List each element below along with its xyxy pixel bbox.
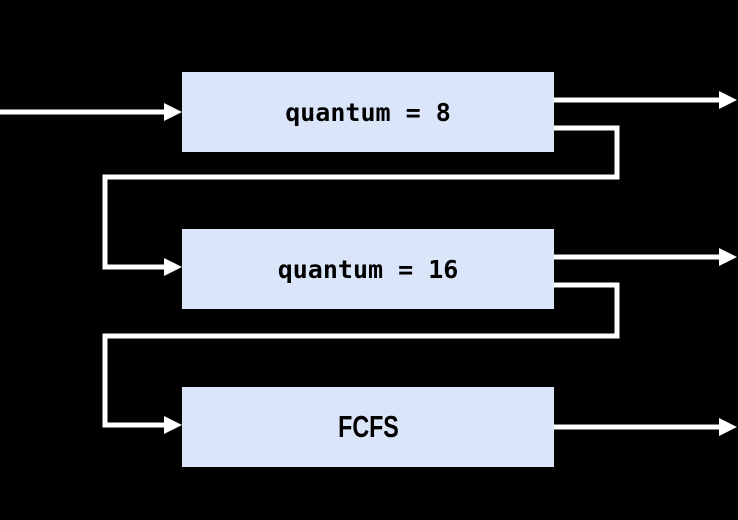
entry-arrow-queue-0 xyxy=(0,103,182,121)
queue-1-label: quantum = 16 xyxy=(277,254,459,284)
demotion-arrow-queue-1-to-queue-2 xyxy=(102,282,620,434)
queue-box-fcfs: FCFS xyxy=(182,387,554,467)
queue-0-label: quantum = 8 xyxy=(285,97,451,127)
queue-box-quantum-8: quantum = 8 xyxy=(182,72,554,152)
exit-arrow-queue-0 xyxy=(554,91,737,109)
exit-arrow-queue-2 xyxy=(554,418,737,436)
exit-arrow-queue-1 xyxy=(554,248,737,266)
queue-2-label: FCFS xyxy=(337,409,399,444)
demotion-arrow-queue-0-to-queue-1 xyxy=(102,125,620,276)
queue-box-quantum-16: quantum = 16 xyxy=(182,229,554,309)
